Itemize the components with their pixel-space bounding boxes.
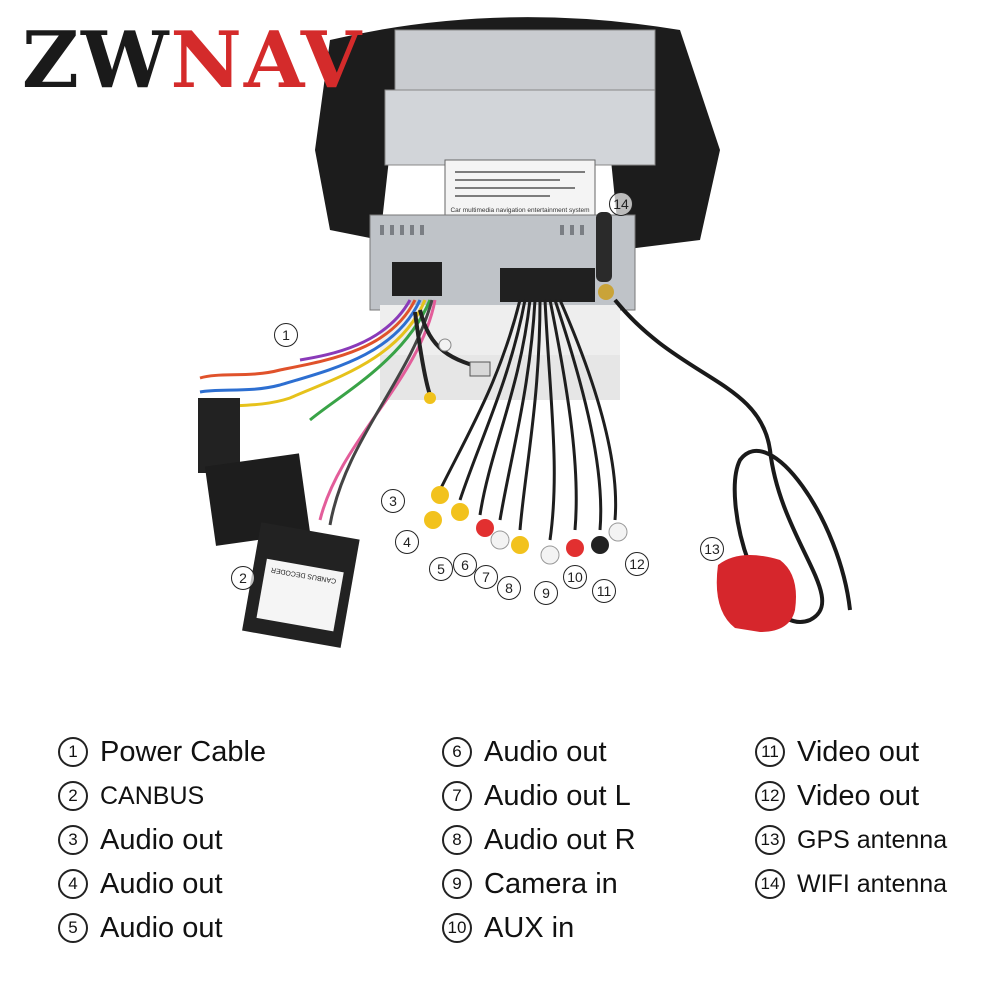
power-connector [392, 262, 442, 296]
legend-item: 12 Video out [755, 774, 947, 818]
legend-item: 14 WIFI antenna [755, 862, 947, 906]
legend-number: 5 [58, 913, 88, 943]
legend-item: 10 AUX in [442, 906, 636, 950]
legend-item: 3 Audio out [58, 818, 266, 862]
legend-number: 4 [58, 869, 88, 899]
callout-12: 12 [625, 552, 649, 576]
legend-item: 6 Audio out [442, 730, 636, 774]
spec-label-text: Car multimedia navigation entertainment … [450, 207, 589, 214]
chassis-middle [384, 89, 656, 166]
legend-column-2: 6 Audio out 7 Audio out L 8 Audio out R 9 Ca… [442, 730, 636, 950]
canbus-box-1 [204, 453, 311, 546]
legend-number: 2 [58, 781, 88, 811]
legend-number: 8 [442, 825, 472, 855]
gps-cable [613, 298, 852, 624]
spec-label [444, 159, 596, 219]
legend-number: 3 [58, 825, 88, 855]
legend-label: Audio out R [484, 823, 636, 856]
callout-4: 4 [395, 530, 419, 554]
callout-13: 13 [700, 537, 724, 561]
callout-8: 8 [497, 576, 521, 600]
iso-connector [198, 398, 240, 473]
legend-number: 14 [755, 869, 785, 899]
legend-number: 1 [58, 737, 88, 767]
callout-11: 11 [592, 579, 616, 603]
callout-6: 6 [453, 553, 477, 577]
callout-5: 5 [429, 557, 453, 581]
product-illustration: Car multimedia navigation entertainment … [198, 17, 852, 648]
callout-7: 7 [474, 565, 498, 589]
legend-label: Power Cable [100, 735, 267, 768]
legend-label: WIFI antenna [797, 869, 948, 898]
legend-label: Audio out [100, 823, 223, 856]
legend-item: 9 Camera in [442, 862, 636, 906]
chassis-top [394, 29, 656, 91]
brand-logo: ZWNAV [22, 22, 363, 100]
legend-label: Video out [797, 735, 920, 768]
gps-antenna-puck [716, 555, 796, 632]
legend-number: 6 [442, 737, 472, 767]
legend-label: Audio out [100, 867, 223, 900]
callout-1: 1 [274, 323, 298, 347]
legend-number: 10 [442, 913, 472, 943]
legend-number: 13 [755, 825, 785, 855]
legend-item: 7 Audio out L [442, 774, 636, 818]
legend-item: 5 Audio out [58, 906, 266, 950]
brand-logo-right: NAV [170, 15, 364, 106]
legend-label: CANBUS [100, 781, 205, 810]
legend-item: 1 Power Cable [58, 730, 266, 774]
legend-number: 7 [442, 781, 472, 811]
legend-label: AUX in [484, 911, 575, 944]
legend-number: 12 [755, 781, 785, 811]
legend-number: 11 [755, 737, 785, 767]
legend-number: 9 [442, 869, 472, 899]
callout-3: 3 [381, 489, 405, 513]
callout-14: 14 [609, 192, 633, 216]
legend-label: Audio out [484, 735, 607, 768]
legend-item: 11 Video out [755, 730, 947, 774]
callout-2: 2 [231, 566, 255, 590]
legend-item: 2 CANBUS [58, 774, 266, 818]
legend-item: 4 Audio out [58, 862, 266, 906]
legend-label: Video out [797, 779, 920, 812]
brand-logo-left: ZW [22, 15, 171, 106]
legend-label: Audio out L [484, 779, 631, 812]
callout-10: 10 [563, 565, 587, 589]
legend-label: Audio out [100, 911, 223, 944]
callout-9: 9 [534, 581, 558, 605]
legend-item: 13 GPS antenna [755, 818, 947, 862]
legend-item: 8 Audio out R [442, 818, 636, 862]
legend-label: Camera in [484, 867, 618, 900]
av-connector [500, 268, 595, 302]
legend-label: GPS antenna [797, 825, 948, 854]
wifi-antenna [596, 212, 612, 282]
